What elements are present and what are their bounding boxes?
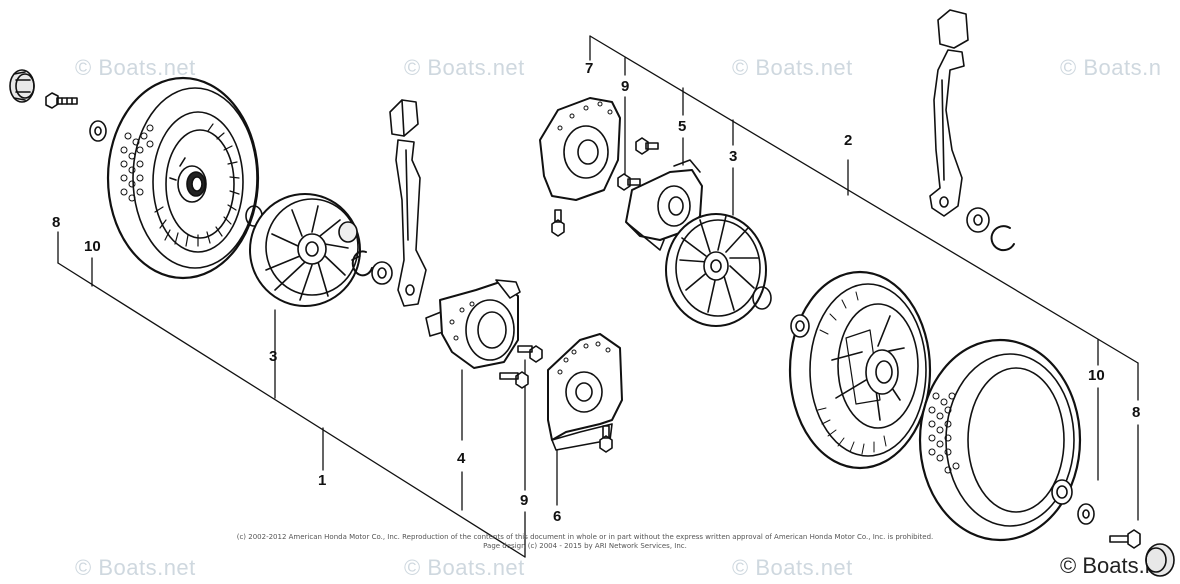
callout-8-right: 8 xyxy=(1132,404,1141,421)
bearing-right-outer xyxy=(1051,479,1073,505)
washer-right-upper xyxy=(966,207,990,233)
snap-ring-right xyxy=(990,225,1015,252)
bolt-left xyxy=(45,92,78,109)
bearing-plate-upper xyxy=(539,97,621,201)
callout-8-left: 8 xyxy=(52,214,61,231)
bearing-right xyxy=(790,314,810,338)
copyright-line-2: Page design (c) 2004 - 2015 by ARI Netwo… xyxy=(483,542,687,550)
bolt-mid-1 xyxy=(517,345,543,363)
callout-3-left: 3 xyxy=(269,348,278,365)
gear-cover-right xyxy=(665,213,767,327)
wheel-left xyxy=(106,76,260,280)
watermark: © Boats.net xyxy=(404,555,525,580)
callout-10-right: 10 xyxy=(1088,367,1105,384)
watermark: © Boats.net xyxy=(404,55,525,80)
callout-9-lower: 9 xyxy=(520,492,529,509)
callout-6: 6 xyxy=(553,508,562,525)
watermark: © Boats.net xyxy=(732,55,853,80)
drive-housing-right xyxy=(625,159,703,251)
watermark: © Boats.net xyxy=(75,555,196,580)
hub-cap-right xyxy=(1145,543,1175,577)
callout-1: 1 xyxy=(318,472,327,489)
bolt-lower xyxy=(599,425,613,453)
lever-right xyxy=(929,9,969,217)
callout-5: 5 xyxy=(678,118,687,135)
corner-watermark: © Boats.n xyxy=(1060,553,1157,578)
bearing-plate-lower xyxy=(547,333,623,451)
lever-left xyxy=(389,99,427,307)
bolt-right xyxy=(1109,529,1141,549)
bolt-upper-2 xyxy=(617,173,641,191)
callout-4: 4 xyxy=(457,450,466,467)
wheel-right xyxy=(788,270,932,470)
watermark: © Boats.net xyxy=(75,55,196,80)
callout-9-upper: 9 xyxy=(621,78,630,95)
hub-cap-left xyxy=(9,69,35,103)
copyright-line-1: (c) 2002-2012 American Honda Motor Co., … xyxy=(236,533,934,541)
bolt-mid-2 xyxy=(499,371,529,389)
bolt-upper-3 xyxy=(551,209,565,237)
washer-left xyxy=(89,120,107,142)
leader-lines xyxy=(57,35,1139,558)
callout-10-left: 10 xyxy=(84,238,101,255)
callout-2: 2 xyxy=(844,132,853,149)
callout-7: 7 xyxy=(585,60,594,77)
snap-ring-left xyxy=(351,250,373,277)
tire-right xyxy=(918,338,1082,542)
gear-cover-left xyxy=(249,193,361,307)
washer-mid-left xyxy=(371,261,393,285)
copyright-notice: (c) 2002-2012 American Honda Motor Co., … xyxy=(170,533,1000,551)
drive-housing xyxy=(425,279,521,369)
washer-right xyxy=(1077,503,1095,525)
o-ring-right xyxy=(752,286,772,310)
callout-3-right: 3 xyxy=(729,148,738,165)
watermark: © Boats.net xyxy=(732,555,853,580)
bolt-upper-1 xyxy=(635,137,659,155)
watermark: © Boats.n xyxy=(1060,55,1162,80)
